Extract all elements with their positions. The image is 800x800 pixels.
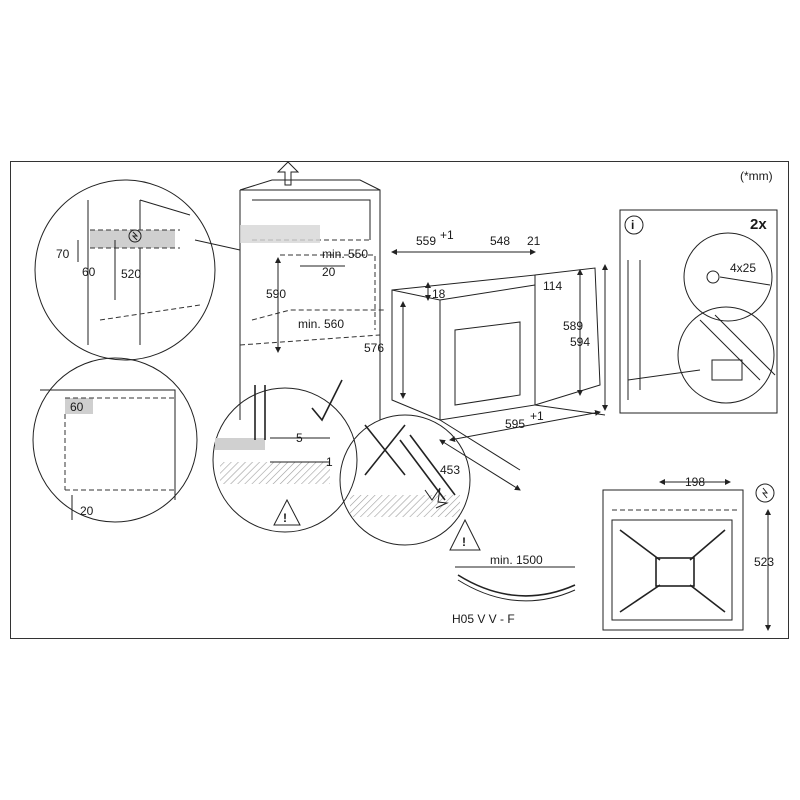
width-sup: +1 — [530, 409, 544, 423]
front-height-label: 576 — [364, 341, 384, 355]
panel-height-label: 114 — [543, 279, 562, 293]
units-note: (*mm) — [740, 169, 773, 183]
vent-height-label: 70 — [56, 247, 70, 261]
cabinet-height-label: 520 — [121, 267, 141, 281]
offset-label: 20 — [322, 265, 336, 279]
top-vent-detail: 70 60 520 — [34, 179, 241, 361]
min-depth-label: min. 550 — [322, 247, 368, 261]
vent-depth-label: 60 — [82, 265, 96, 279]
cabinet-drawing: 590 min. 550 20 min. 560 — [239, 161, 385, 420]
svg-text:!: ! — [462, 535, 466, 549]
hob-width-label: 198 — [685, 475, 705, 489]
bottom-offset-label: 20 — [80, 504, 94, 518]
cable-type-label: H05 V V - F — [452, 612, 515, 626]
diagram-frame — [10, 161, 789, 639]
bottom-detail: 60 20 — [32, 357, 198, 523]
body-depth-side-label: 453 — [440, 463, 460, 477]
depth-total-label: 559 — [416, 234, 436, 248]
width-label: 595 — [505, 417, 525, 431]
gap-top-label: 5 — [296, 431, 303, 445]
cable-detail: ! min. 1500 H05 V V - F — [449, 518, 576, 626]
info-icon: i — [631, 218, 634, 232]
gap-wrong-detail — [339, 414, 471, 546]
info-panel: i 2x 4x25 — [619, 209, 778, 414]
screw-label: 4x25 — [730, 261, 756, 275]
hob-height-label: 523 — [754, 555, 774, 569]
count-label: 2x — [750, 216, 767, 233]
inner-height-label: 589 — [563, 319, 583, 333]
bottom-depth-label: 60 — [70, 400, 84, 414]
hob-detail: 198 523 — [602, 475, 775, 631]
cable-length-label: min. 1500 — [490, 553, 543, 567]
total-height-label: 594 — [570, 335, 590, 349]
cutout-height-label: 590 — [266, 287, 286, 301]
oven-drawing: 559 +1 548 21 18 576 114 589 594 595 +1 … — [364, 228, 608, 491]
gap-ok-detail: 5 1 ! — [212, 379, 358, 533]
gap-bottom-label: 1 — [326, 455, 333, 469]
min-width-label: min. 560 — [298, 317, 344, 331]
top-offset-label: 18 — [432, 287, 446, 301]
svg-text:!: ! — [283, 511, 287, 525]
front-thickness-label: 21 — [527, 234, 541, 248]
depth-body-label: 548 — [490, 234, 510, 248]
depth-total-sup: +1 — [440, 228, 454, 242]
